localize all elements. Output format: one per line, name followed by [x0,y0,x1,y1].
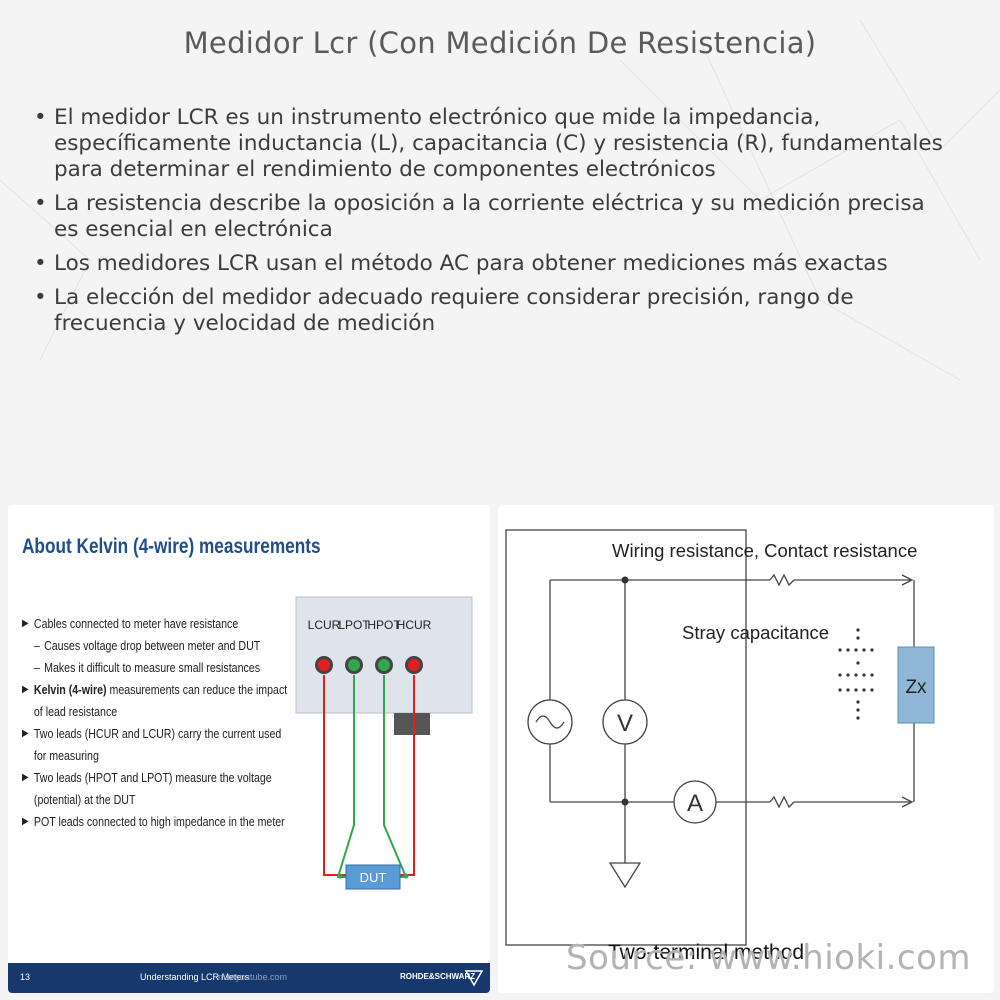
kelvin-sub-bullet: –Causes voltage drop between meter and D… [22,635,260,657]
ammeter-icon [673,780,717,824]
bullet-text: La elección del medidor adecuado requier… [54,285,854,336]
kelvin-bullet: ▶Two leads (HPOT and LPOT) measure the v… [22,767,272,789]
voltmeter-label: V [617,710,633,737]
stray-capacitance-label: Stray capacitance [682,622,829,643]
junction-node [621,576,629,584]
slide-footer: 13 Understanding LCR Meters m.myoutube.c… [8,963,490,993]
ground-icon [608,862,642,889]
slide-footer-watermark: m.myoutube.com [218,972,288,982]
bullet-text: La resistencia describe la oposición a l… [54,191,925,242]
bullet-dot: • [34,251,47,276]
zx-component [897,646,935,724]
resistor-top-icon [769,573,795,587]
bullet-item: • Los medidores LCR usan el método AC par… [34,251,954,277]
triangle-bullet-icon: ▶ [22,816,29,827]
kelvin-bullet: ▶POT leads connected to high impedance i… [22,811,285,833]
kelvin-sub-bullet: –Makes it difficult to measure small res… [22,657,260,679]
junction-node [621,798,629,806]
slide-page-number: 13 [20,972,31,982]
bullet-item: • El medidor LCR es un instrumento electr… [34,105,954,183]
hpot-lead [383,675,408,878]
kelvin-bullet: ▶Cables connected to meter have resistan… [22,613,260,635]
triangle-bullet-icon: ▶ [22,684,29,695]
bullet-text: El medidor LCR es un instrumento electró… [54,105,943,182]
stray-capacitance-symbol [838,628,874,720]
wiring-resistance-label: Wiring resistance, Contact resistance [612,540,917,561]
resistor-bottom-icon [769,795,795,809]
kelvin-bullet-continuation: (potential) at the DUT [33,793,136,807]
kelvin-slide-title: About Kelvin (4-wire) measurements [22,535,321,558]
dut-box [345,864,401,890]
slide-footer-title: Understanding LCR Meters [140,972,250,982]
meter-frame [505,529,747,946]
bullet-item: • La elección del medidor adecuado requie… [34,285,954,337]
rohde-schwarz-brand: ROHDE&SCHWARZ [400,972,476,981]
triangle-bullet-icon: ▶ [22,728,29,739]
method-label: Two-terminal method [608,941,804,964]
meter-connector [394,713,430,735]
terminal-label: LCUR [308,618,341,632]
voltmeter-icon [602,699,648,745]
terminal-label: HPOT [367,618,401,632]
bullet-dot: • [34,191,47,216]
page-title: Medidor Lcr (Con Medición De Resistencia… [183,26,817,60]
kelvin-bullet: ▶Two leads (HCUR and LCUR) carry the cur… [22,723,281,745]
kelvin-meter-diagram: LCUR LPOT HPOT HCUR DUT [295,596,473,890]
dash-icon: – [33,661,40,675]
bullet-text: Los medidores LCR usan el método AC para… [54,251,888,276]
kelvin-bullet-continuation: for measuring [33,749,99,763]
bullet-item: • La resistencia describe la oposición a … [34,191,954,243]
two-terminal-circuit: V A Zx Wiring resistance, Contact resist… [505,529,935,964]
rohde-schwarz-logo-icon [464,970,484,987]
kelvin-bullet-continuation: of lead resistance [33,705,118,719]
bullet-list: • El medidor LCR es un instrumento electr… [34,105,954,345]
bullet-dot: • [34,285,47,310]
source-attribution: Source: www.hioki.com [566,938,972,978]
ammeter-label: A [687,790,703,817]
terminal-label: LPOT [338,618,370,632]
zx-label: Zx [905,677,927,698]
terminal-label: HCUR [397,618,432,632]
two-terminal-diagram-image: V A Zx Wiring resistance, Contact resist… [498,505,994,993]
kelvin-bullet: ▶Kelvin (4-wire) measurements can reduce… [22,679,287,701]
dash-icon: – [33,639,40,653]
triangle-bullet-icon: ▶ [22,618,29,629]
kelvin-bullet-list: ▶Cables connected to meter have resistan… [22,613,302,833]
dut-label: DUT [360,870,387,885]
kelvin-slide-image: About Kelvin (4-wire) measurements ▶Cabl… [8,505,490,993]
bullet-dot: • [34,105,47,130]
triangle-bullet-icon: ▶ [22,772,29,783]
